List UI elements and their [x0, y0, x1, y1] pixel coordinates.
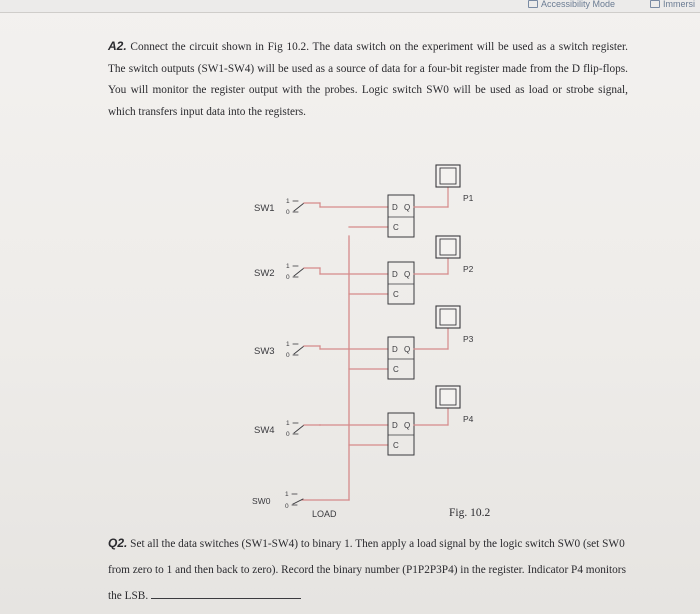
probe-label-p3: P3 [463, 334, 474, 344]
flipflop-d-label-4: D [392, 421, 398, 430]
flipflop-q-label-3: Q [404, 345, 410, 354]
switch-low-mark-sw0: 0 [285, 503, 289, 510]
switch-label-sw1: SW1 [254, 203, 275, 214]
probe-indicator-2 [435, 235, 461, 259]
probe-label-p1: P1 [463, 193, 474, 203]
switch-label-sw3: SW3 [254, 346, 275, 357]
flipflop-q-label-4: Q [404, 421, 410, 430]
immersive-reader-label: Immersi [663, 0, 695, 9]
switch-low-mark-sw1: 0 [286, 209, 290, 216]
switch-low-mark-sw4: 0 [286, 431, 290, 438]
switch-low-mark-sw3: 0 [286, 352, 290, 359]
switch-label-sw2: SW2 [254, 268, 275, 279]
accessibility-mode-button[interactable]: Accessibility Mode [528, 0, 615, 9]
switch-label-sw0: SW0 [252, 496, 271, 506]
flipflop-q-label-2: Q [404, 270, 410, 279]
switch-high-mark-sw1: 1 [286, 198, 290, 205]
question-a2-label: A2. [108, 39, 127, 53]
switch-lever-sw1 [293, 202, 305, 212]
probe-label-p2: P2 [463, 264, 474, 274]
probe-indicator-3 [435, 305, 461, 329]
question-q2-text: Set all the data switches (SW1-SW4) to b… [108, 538, 626, 602]
probe-lamp-3 [439, 308, 457, 326]
figure-caption: Fig. 10.2 [449, 507, 491, 519]
immersive-reader-icon [650, 0, 660, 8]
switch-lever-sw0 [292, 498, 304, 505]
accessibility-mode-label: Accessibility Mode [541, 0, 616, 9]
switch-low-mark-sw2: 0 [286, 274, 290, 281]
question-a2: A2. Connect the circuit shown in Fig 10.… [108, 36, 628, 123]
probe-lamp-1 [439, 167, 457, 185]
probe-lamp-2 [439, 238, 457, 256]
flipflop-c-label-4: C [393, 441, 399, 450]
switch-high-mark-sw0: 1 [285, 491, 289, 498]
d-flipflop-2 [387, 261, 415, 305]
switch-high-mark-sw3: 1 [286, 341, 290, 348]
flipflop-c-label-3: C [393, 365, 399, 374]
immersive-reader-button[interactable]: Immersi [650, 0, 695, 9]
probe-indicator-1 [435, 164, 461, 188]
switch-lever-sw3 [293, 345, 305, 355]
probe-label-p4: P4 [463, 414, 474, 424]
d-flipflop-1 [387, 194, 415, 238]
flipflop-d-label-3: D [392, 345, 398, 354]
answer-blank[interactable] [151, 588, 301, 599]
question-q2: Q2. Set all the data switches (SW1-SW4) … [108, 530, 628, 609]
flipflop-c-label-1: C [393, 223, 399, 232]
switch-lever-sw2 [293, 267, 305, 277]
switch-lever-sw4 [293, 424, 305, 434]
flipflop-d-label-1: D [392, 203, 398, 212]
d-flipflop-3 [387, 336, 415, 380]
load-label: LOAD [312, 509, 337, 519]
question-a2-text: Connect the circuit shown in Fig 10.2. T… [108, 41, 628, 118]
probe-indicator-4 [435, 385, 461, 409]
question-q2-label: Q2. [108, 536, 128, 550]
switch-high-mark-sw4: 1 [286, 420, 290, 427]
flipflop-d-label-2: D [392, 270, 398, 279]
switch-label-sw4: SW4 [254, 425, 275, 436]
viewer-toolbar: Accessibility Mode Immersi [0, 0, 700, 13]
probe-lamp-4 [439, 388, 457, 406]
flipflop-c-label-2: C [393, 290, 399, 299]
d-flipflop-4 [387, 412, 415, 456]
switch-high-mark-sw2: 1 [286, 263, 290, 270]
accessibility-icon [528, 0, 538, 8]
flipflop-q-label-1: Q [404, 203, 410, 212]
